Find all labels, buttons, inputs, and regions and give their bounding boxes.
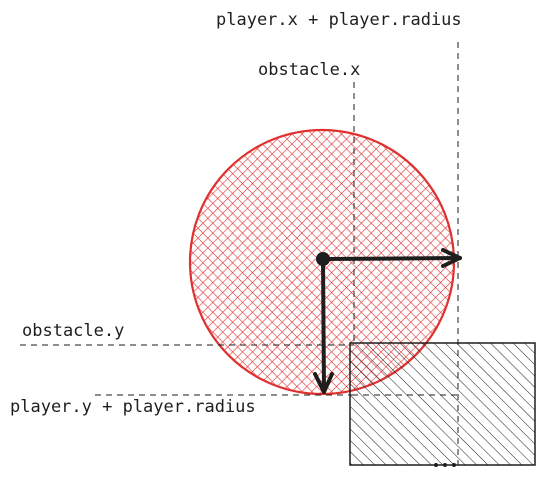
obstacle-corner-dots xyxy=(434,463,456,467)
label-obstacle-y: obstacle.y xyxy=(22,321,124,341)
radius-arrow-right xyxy=(321,248,462,268)
label-obstacle-x: obstacle.x xyxy=(258,60,360,80)
label-player-x-plus-radius: player.x + player.radius xyxy=(216,10,462,30)
obstacle-rectangle xyxy=(349,342,536,466)
radius-arrow-down xyxy=(313,257,334,394)
label-player-y-plus-radius: player.y + player.radius xyxy=(10,397,256,417)
